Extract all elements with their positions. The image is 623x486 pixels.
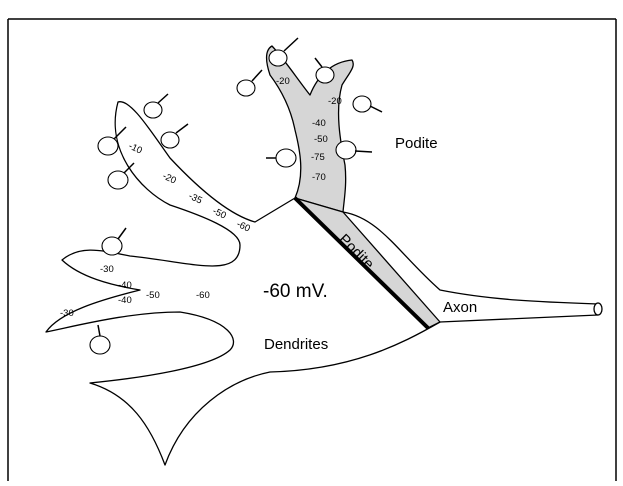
axon-tip: [594, 303, 602, 315]
potential-label: -50: [146, 290, 160, 301]
potential-label: -70: [312, 172, 326, 183]
dendrites-label: Dendrites: [264, 336, 328, 353]
synapse-bulb-icon: [266, 149, 296, 167]
synapse-bulb-icon: [90, 325, 110, 354]
membrane-potential-label: -60 mV.: [263, 281, 328, 302]
potential-label: -20: [328, 96, 342, 107]
potential-label: -40: [118, 280, 132, 291]
axon-label: Axon: [443, 299, 477, 316]
synapse-bulb-icon: [161, 124, 188, 148]
synapse-bulb-icon: [102, 228, 126, 255]
synapse-bulb-icon: [108, 163, 134, 189]
synapse-bulb-icon: [237, 70, 262, 96]
potential-label: -30: [60, 308, 74, 319]
upper-podite: [266, 46, 353, 212]
synapse-bulb-icon: [353, 96, 382, 112]
podite-label: Podite: [395, 135, 438, 152]
synapse-bulb-icon: [269, 38, 298, 66]
potential-label: -50: [314, 134, 328, 145]
synapse-bulb-icon: [144, 94, 168, 118]
potential-label: -30: [100, 264, 114, 275]
potential-label: -40: [312, 118, 326, 129]
potential-label: -75: [311, 152, 325, 163]
potential-label: -20: [276, 76, 290, 87]
potential-label: -40: [118, 295, 132, 306]
potential-label: -60: [196, 290, 210, 301]
synapse-bulb-icon: [336, 141, 372, 159]
synapse-bulb-icon: [315, 58, 334, 83]
